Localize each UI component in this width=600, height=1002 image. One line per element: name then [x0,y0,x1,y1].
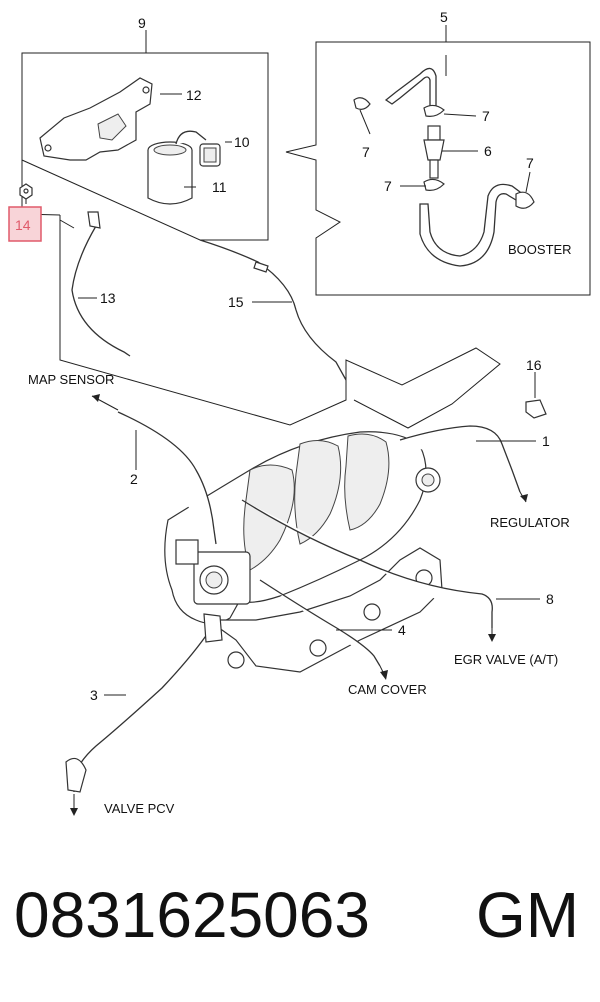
clip-16 [525,372,547,419]
hose-3 [73,623,215,792]
hose-13 [71,217,131,357]
callout-3: 3 [90,687,98,703]
hose-15 [199,239,347,381]
callout-14: 14 [15,217,31,233]
callout-2: 2 [130,471,138,487]
label-map-sensor: MAP SENSOR [28,372,114,387]
callout-7-b: 7 [482,108,490,124]
callout-13: 13 [100,290,116,306]
callout-11: 11 [212,179,227,195]
hose-2 [117,411,217,545]
part-footer: 0831625063 GM [14,878,594,968]
brand-name: GM [476,879,580,951]
hose-8 [241,499,493,628]
callout-15: 15 [228,294,244,310]
nut-14 [19,183,33,204]
callout-10: 10 [234,134,250,150]
label-egr-valve: EGR VALVE (A/T) [454,652,558,667]
callout-7-c: 7 [526,155,534,171]
callout-5: 5 [440,9,448,25]
callout-7-d: 7 [384,178,392,194]
assembly-box-5 [285,25,591,296]
part-number: 0831625063 [14,879,370,951]
callout-7-a: 7 [362,144,370,160]
callout-14-highlight: 14 [8,206,42,242]
assembly-box-9 [21,30,269,241]
label-booster: BOOSTER [508,242,572,257]
callout-8: 8 [546,591,554,607]
callout-9: 9 [138,15,146,31]
label-valve-pcv: VALVE PCV [104,801,175,816]
callout-1: 1 [542,433,550,449]
callout-12: 12 [186,87,202,103]
hose-4 [259,579,381,667]
callout-16: 16 [526,357,542,373]
callout-4: 4 [398,622,406,638]
label-cam-cover: CAM COVER [348,682,427,697]
hose-1 [399,425,521,493]
callout-6: 6 [484,143,492,159]
label-regulator: REGULATOR [490,515,570,530]
